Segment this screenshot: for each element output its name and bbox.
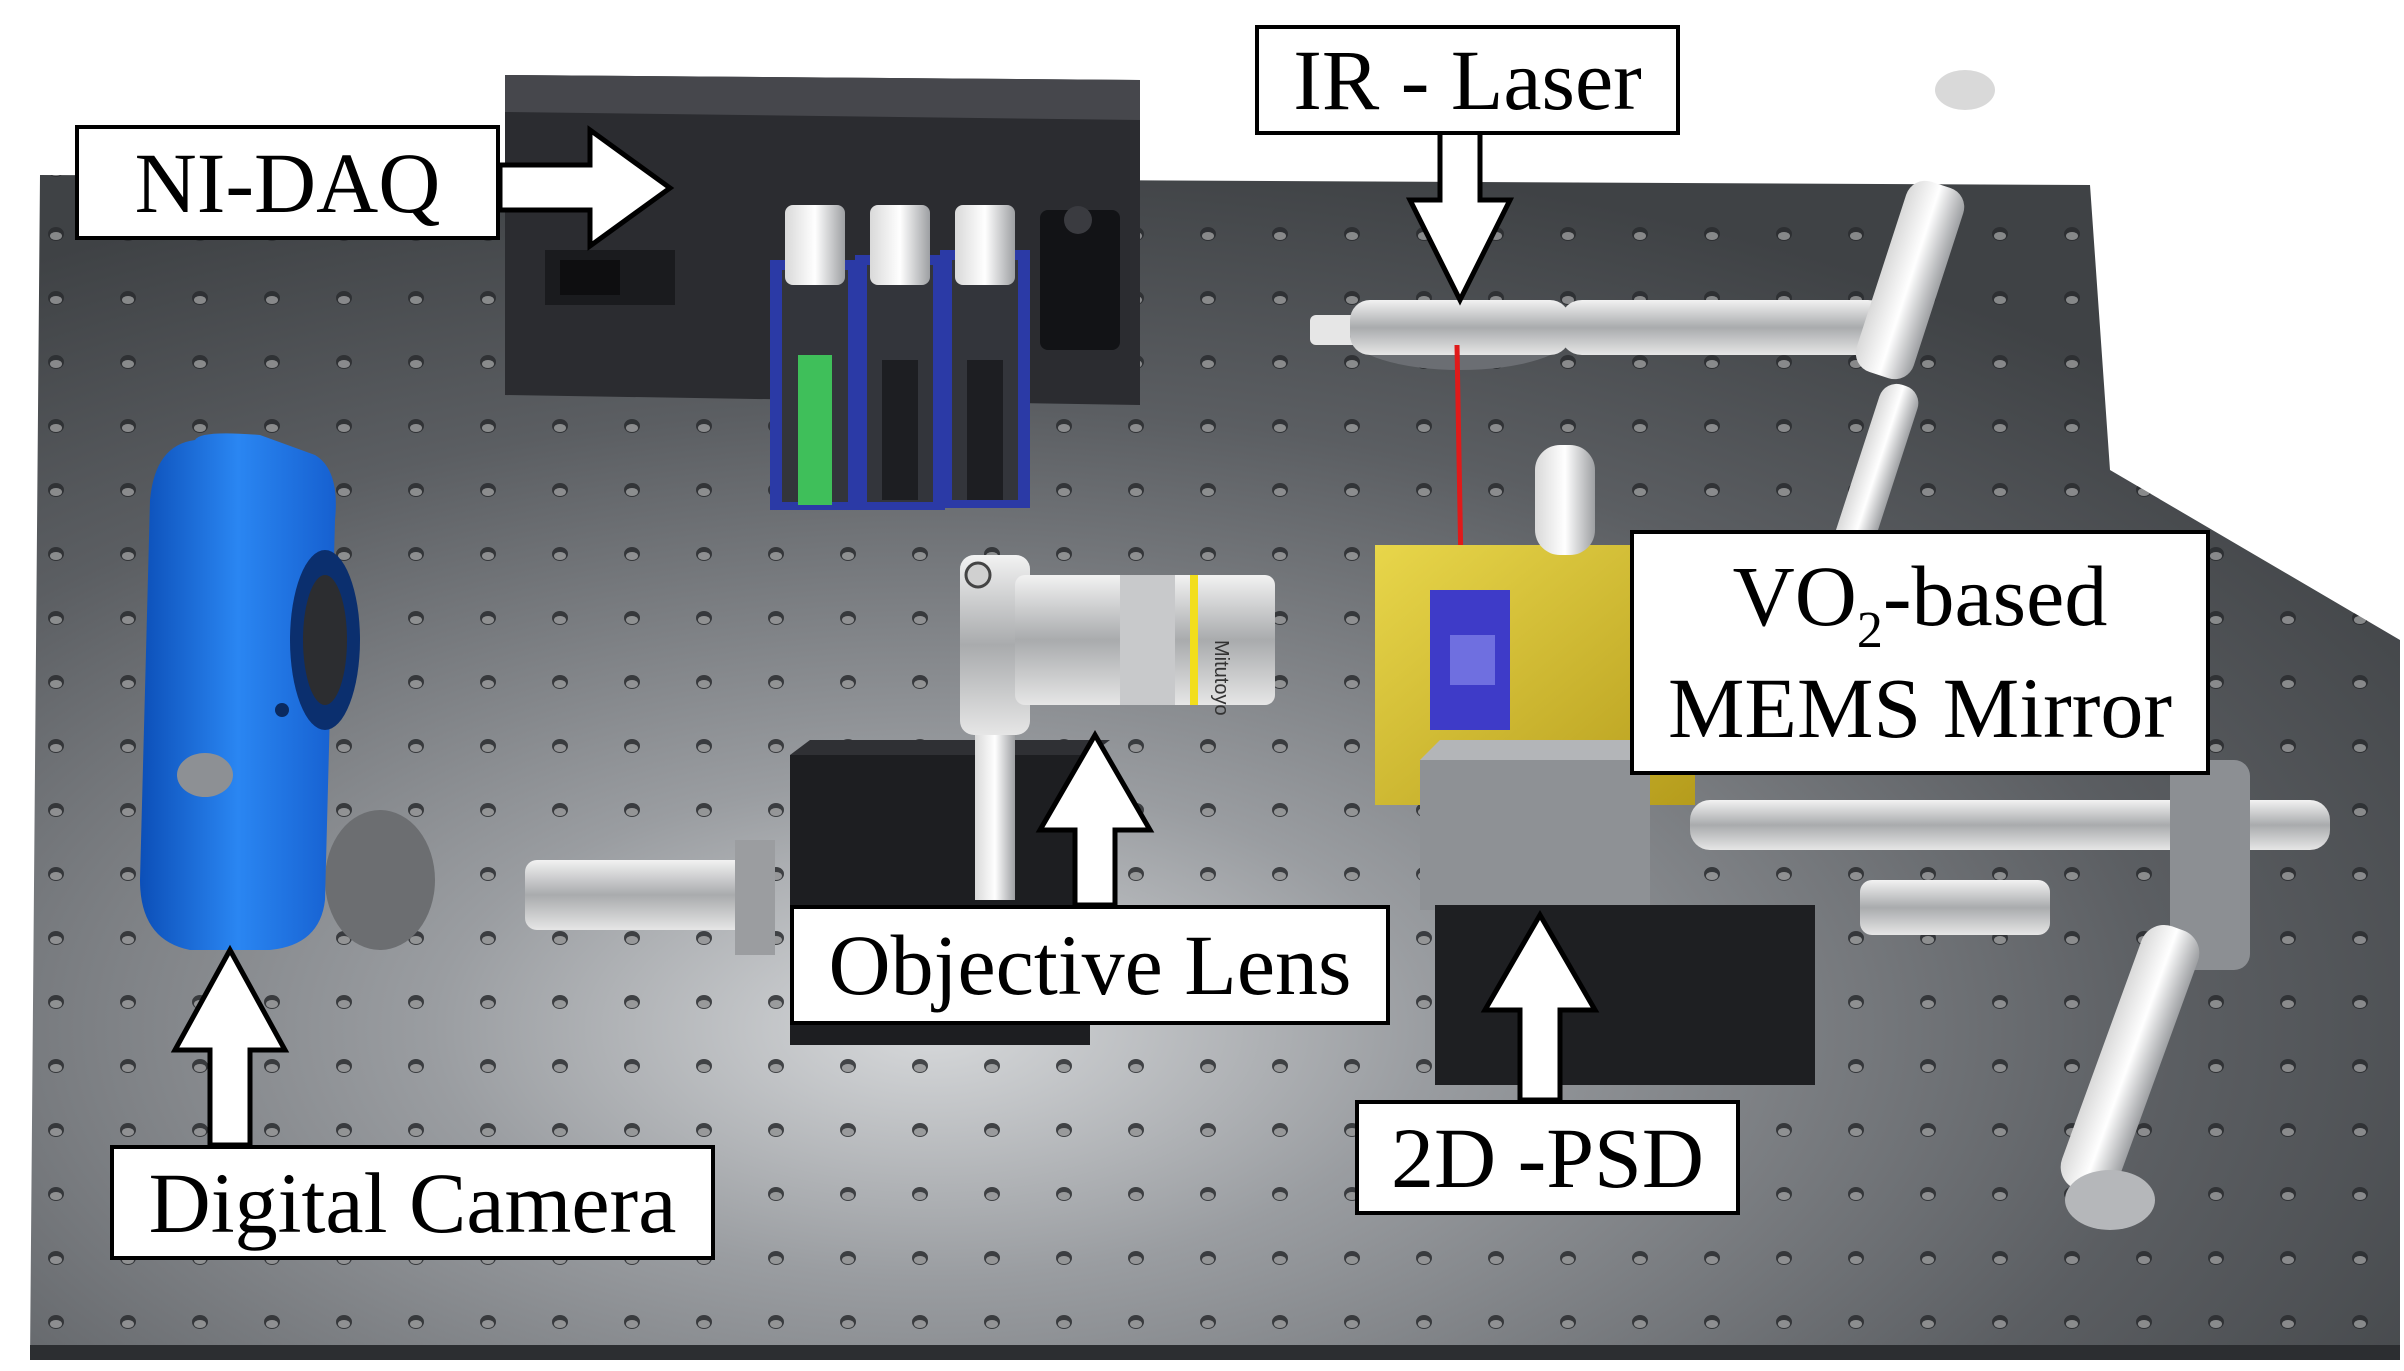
digital-camera-label: Digital Camera [110,1145,715,1260]
post-assembly-right [1690,760,2330,1230]
digital-camera [140,433,435,950]
psd-arrow [1480,910,1600,1103]
ni-daq-arrow [497,125,675,251]
objective-lens-label: Objective Lens [790,905,1390,1025]
mems-mirror-label-suffix: -based [1882,548,2108,645]
mems-mirror-label: VO2-based MEMS Mirror [1630,530,2210,775]
digital-camera-label-text: Digital Camera [148,1154,677,1251]
daq-module-2 [855,205,945,510]
objective-lens-label-text: Objective Lens [828,917,1352,1013]
daq-module-1 [770,205,860,510]
ir-laser-label: IR - Laser [1255,25,1680,135]
psd-sensor [1420,740,2050,1085]
daq-module-3 [940,205,1030,508]
mems-mirror-label-prefix: VO [1732,548,1857,645]
ir-laser-label-text: IR - Laser [1293,32,1642,128]
digital-camera-arrow [170,944,290,1148]
objective-lens: Mitutoyo [960,555,1275,900]
objective-lens-arrow [1035,730,1155,908]
ni-daq-label: NI-DAQ [75,125,500,240]
ir-laser-arrow [1405,127,1515,306]
ni-daq-label-text: NI-DAQ [134,134,441,231]
psd-label-text: 2D -PSD [1390,1109,1704,1206]
mems-mirror-label-line1: VO2-based [1733,548,2108,660]
mems-mirror-label-line2: MEMS Mirror [1667,660,2173,757]
psd-label: 2D -PSD [1355,1100,1740,1215]
lens-brand-text: Mitutoyo [1210,640,1232,716]
mems-mirror-label-subscript: 2 [1856,602,1883,660]
